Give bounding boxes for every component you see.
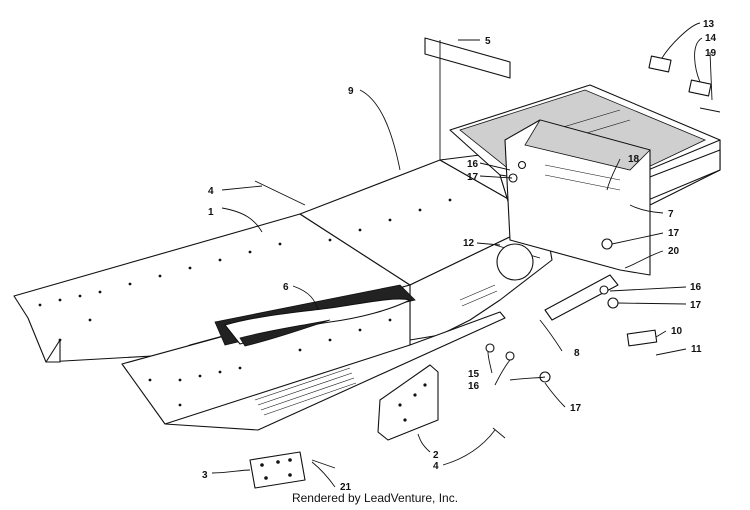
footer-credit: Rendered by LeadVenture, Inc. xyxy=(291,491,459,505)
callout-3: 3 xyxy=(202,470,208,481)
callout-leaders xyxy=(211,22,713,488)
callout-19: 19 xyxy=(705,48,717,59)
callout-11: 11 xyxy=(691,344,702,355)
callout-17-d: 17 xyxy=(570,403,582,414)
callout-4-b: 4 xyxy=(433,461,439,472)
callout-16-b: 16 xyxy=(690,282,702,293)
callout-labels: 1 2 3 4 4 5 6 7 8 9 10 11 12 13 14 15 16… xyxy=(202,19,717,493)
callout-17-b: 17 xyxy=(668,228,680,239)
callout-10: 10 xyxy=(671,326,683,337)
callout-7: 7 xyxy=(668,209,674,220)
callout-4-a: 4 xyxy=(208,186,214,197)
tunnel-decal xyxy=(214,284,416,347)
callout-5: 5 xyxy=(485,36,491,47)
callout-14: 14 xyxy=(705,33,717,44)
callout-17-a: 17 xyxy=(467,172,479,183)
callout-20: 20 xyxy=(668,246,680,257)
callout-16-c: 16 xyxy=(468,381,480,392)
callout-9: 9 xyxy=(348,86,354,97)
callout-1: 1 xyxy=(208,207,214,218)
callout-2: 2 xyxy=(433,450,439,461)
callout-17-c: 17 xyxy=(690,300,702,311)
callout-8: 8 xyxy=(574,348,580,359)
callout-18: 18 xyxy=(628,154,640,165)
callout-16-a: 16 xyxy=(467,159,479,170)
callout-12: 12 xyxy=(463,238,475,249)
callout-13: 13 xyxy=(703,19,715,30)
callout-15: 15 xyxy=(468,369,480,380)
storage-box xyxy=(504,119,651,276)
callout-21: 21 xyxy=(340,482,352,493)
callout-6: 6 xyxy=(283,282,289,293)
